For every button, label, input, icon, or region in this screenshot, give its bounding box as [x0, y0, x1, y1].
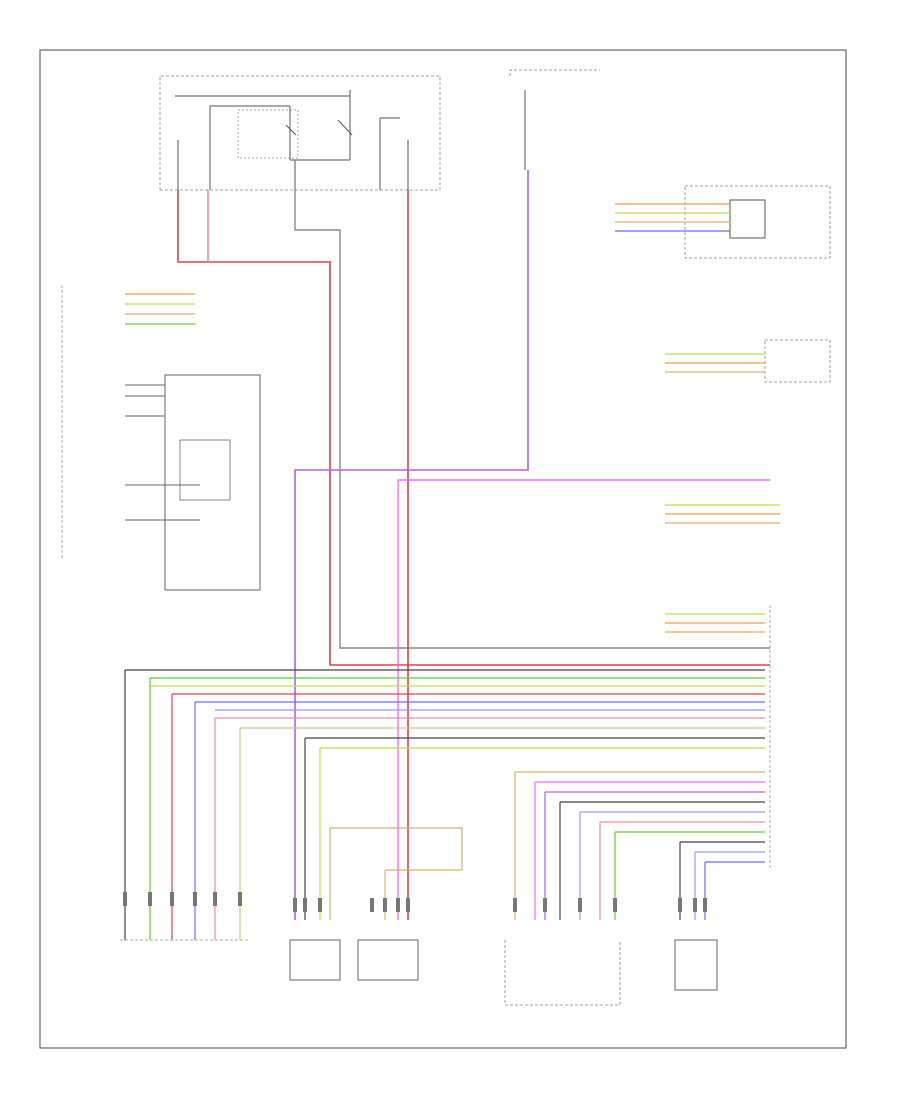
- right-module-2: [665, 339, 831, 383]
- connector-pin: [513, 898, 517, 912]
- connector-pin: [543, 898, 547, 912]
- connector-pin: [213, 892, 217, 906]
- connector-pin: [370, 898, 374, 912]
- left-switch-module: [61, 285, 261, 591]
- connector-pin: [678, 898, 682, 912]
- connector-pin: [123, 892, 127, 906]
- connector-pin: [613, 898, 617, 912]
- diagram-frame: [39, 49, 847, 1049]
- connector-pin: [193, 892, 197, 906]
- right-module-1: [615, 185, 831, 259]
- fuse-box-top: [159, 75, 441, 191]
- connector-pin: [383, 898, 387, 912]
- connector-pin: [303, 898, 307, 912]
- bottom-components: [120, 939, 718, 1006]
- connector-pin: [703, 898, 707, 912]
- connector-pin: [693, 898, 697, 912]
- connector-ticks: [123, 892, 707, 912]
- connector-pin: [318, 898, 322, 912]
- connector-pin: [148, 892, 152, 906]
- connector-pin: [396, 898, 400, 912]
- right-module-3: [665, 504, 780, 524]
- connector-pin: [406, 898, 410, 912]
- supply-wires: [177, 170, 770, 920]
- right-connector-bus: [125, 605, 771, 870]
- connector-pin: [293, 898, 297, 912]
- connector-pin: [238, 892, 242, 906]
- connector-pin: [578, 898, 582, 912]
- fuse-top-right: [509, 69, 600, 170]
- connector-pin: [170, 892, 174, 906]
